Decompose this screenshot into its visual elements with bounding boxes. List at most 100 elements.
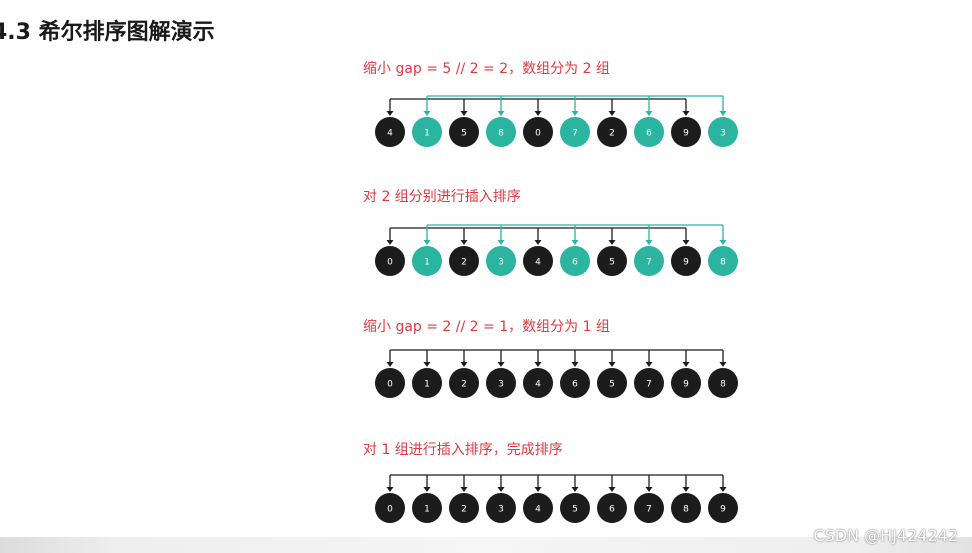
step-2-caption: 对 2 组分别进行插入排序 [363,189,521,205]
array-element-value: 2 [609,129,615,139]
array-element-circle [634,368,664,398]
array-element-circle [449,117,479,147]
bottom-bar [0,537,972,553]
array-element-circle [560,368,590,398]
array-element-value: 8 [720,380,726,390]
array-element-circle [671,493,701,523]
arrow-head-icon [645,240,653,245]
array-element-circle [412,246,442,276]
array-element-value: 8 [683,505,689,515]
arrow-head-icon [497,362,505,367]
array-element-circle [486,117,516,147]
arrow-head-icon [497,240,505,245]
array-element-value: 4 [387,129,393,139]
arrow-head-icon [423,362,431,367]
array-element-value: 0 [535,129,541,139]
arrow-head-icon [460,240,468,245]
array-element-circle [560,493,590,523]
arrow-head-icon [608,240,616,245]
arrow-head-icon [682,240,690,245]
arrow-head-icon [645,111,653,116]
array-element-value: 7 [646,505,652,515]
array-element-circle [560,117,590,147]
array-element-circle [523,246,553,276]
array-element-circle [412,117,442,147]
array-element-value: 9 [683,129,689,139]
array-element-circle [486,246,516,276]
array-element-value: 2 [461,258,467,268]
arrow-head-icon [608,362,616,367]
array-element-value: 1 [424,258,430,268]
array-element-value: 6 [572,380,578,390]
array-element-value: 5 [609,258,615,268]
array-element-value: 3 [498,380,504,390]
arrow-head-icon [571,362,579,367]
array-element-value: 1 [424,505,430,515]
array-element-circle [708,246,738,276]
array-element-value: 5 [461,129,467,139]
array-element-value: 9 [683,380,689,390]
arrow-head-icon [719,240,727,245]
arrow-head-icon [608,111,616,116]
arrow-head-icon [386,362,394,367]
array-element-circle [486,493,516,523]
array-element-circle [708,117,738,147]
arrow-head-icon [645,362,653,367]
arrow-head-icon [608,487,616,492]
arrow-head-icon [645,487,653,492]
array-element-circle [671,368,701,398]
arrow-head-icon [423,487,431,492]
array-element-circle [671,117,701,147]
arrow-head-icon [682,362,690,367]
arrow-head-icon [534,362,542,367]
watermark: CSDN @HJ424242 [813,526,958,545]
array-element-circle [523,117,553,147]
arrow-head-icon [534,111,542,116]
arrow-head-icon [497,111,505,116]
arrow-head-icon [719,362,727,367]
arrow-head-icon [386,487,394,492]
array-element-circle [708,368,738,398]
array-element-value: 9 [683,258,689,268]
array-element-value: 7 [646,258,652,268]
array-element-value: 5 [609,380,615,390]
array-element-circle [634,117,664,147]
arrow-head-icon [682,111,690,116]
array-element-circle [449,368,479,398]
arrow-head-icon [534,240,542,245]
arrow-head-icon [386,240,394,245]
array-element-circle [486,368,516,398]
array-element-circle [708,493,738,523]
array-element-circle [523,493,553,523]
array-element-circle [375,368,405,398]
array-element-value: 8 [498,129,504,139]
array-element-value: 2 [461,380,467,390]
array-element-value: 0 [387,505,393,515]
array-element-value: 4 [535,380,541,390]
array-element-circle [560,246,590,276]
array-element-circle [597,246,627,276]
array-element-circle [375,246,405,276]
arrow-head-icon [497,487,505,492]
array-element-circle [523,368,553,398]
array-element-circle [449,246,479,276]
array-element-value: 3 [720,129,726,139]
array-element-value: 0 [387,258,393,268]
array-element-value: 5 [572,505,578,515]
arrow-head-icon [719,111,727,116]
array-element-value: 1 [424,380,430,390]
array-element-circle [412,368,442,398]
array-element-circle [597,368,627,398]
arrow-head-icon [460,111,468,116]
array-element-value: 4 [535,505,541,515]
array-element-circle [597,117,627,147]
array-element-value: 6 [572,258,578,268]
arrow-head-icon [682,487,690,492]
array-element-circle [671,246,701,276]
arrow-head-icon [719,487,727,492]
